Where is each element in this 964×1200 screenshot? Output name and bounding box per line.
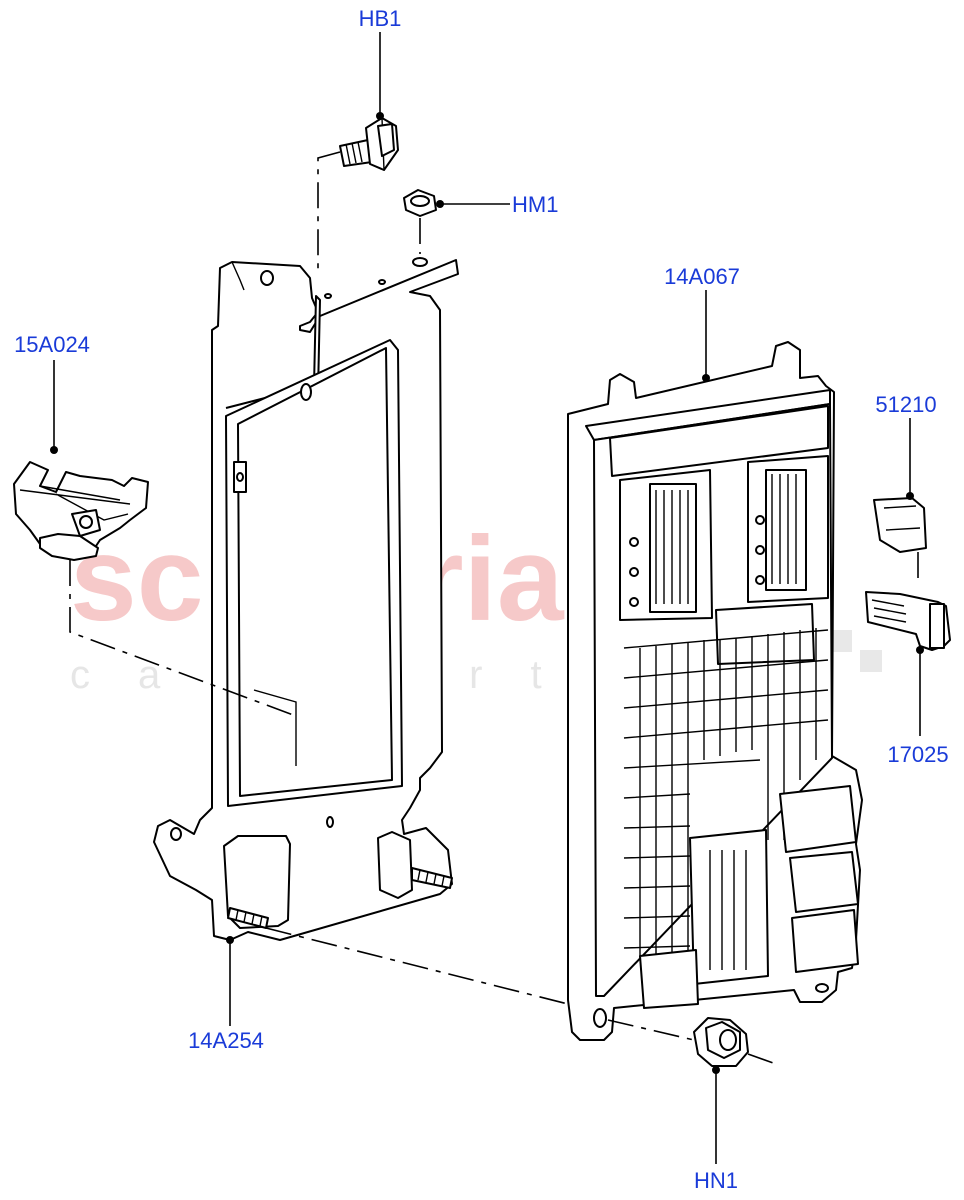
- callout-hn1: HN1: [694, 1168, 738, 1193]
- callout-15a024: 15A024: [14, 332, 90, 357]
- nut-hm1: [403, 189, 437, 217]
- leader-lines: [50, 32, 924, 1164]
- assembly-lines: [69, 151, 919, 1065]
- leader-dot-14a067: [702, 374, 710, 382]
- leader-dot-14a254: [226, 936, 234, 944]
- leader-dot-hb1: [376, 112, 384, 120]
- leader-dot-hn1: [712, 1066, 720, 1074]
- leader-dot-hm1: [436, 200, 444, 208]
- fuse-puller-17025: [865, 591, 951, 651]
- callout-51210: 51210: [875, 392, 936, 417]
- callout-hm1: HM1: [512, 192, 558, 217]
- callout-hb1: HB1: [359, 6, 402, 31]
- leader-dot-51210: [906, 492, 914, 500]
- callout-17025: 17025: [887, 742, 948, 767]
- bolt-hb1: [339, 117, 399, 171]
- leader-dot-15a024: [50, 446, 58, 454]
- callout-14a254: 14A254: [188, 1028, 264, 1053]
- fuse-box-14a067: [567, 341, 863, 1041]
- leader-dot-17025: [916, 646, 924, 654]
- callout-14a067: 14A067: [664, 264, 740, 289]
- fuse-51210: [873, 497, 927, 553]
- clip-15a024: [13, 461, 149, 561]
- nut-hn1: [693, 1017, 749, 1067]
- bracket-14a254: [153, 257, 459, 941]
- callout-labels: HB1 HM1 14A067 15A024 51210 17025 14A254…: [14, 6, 949, 1193]
